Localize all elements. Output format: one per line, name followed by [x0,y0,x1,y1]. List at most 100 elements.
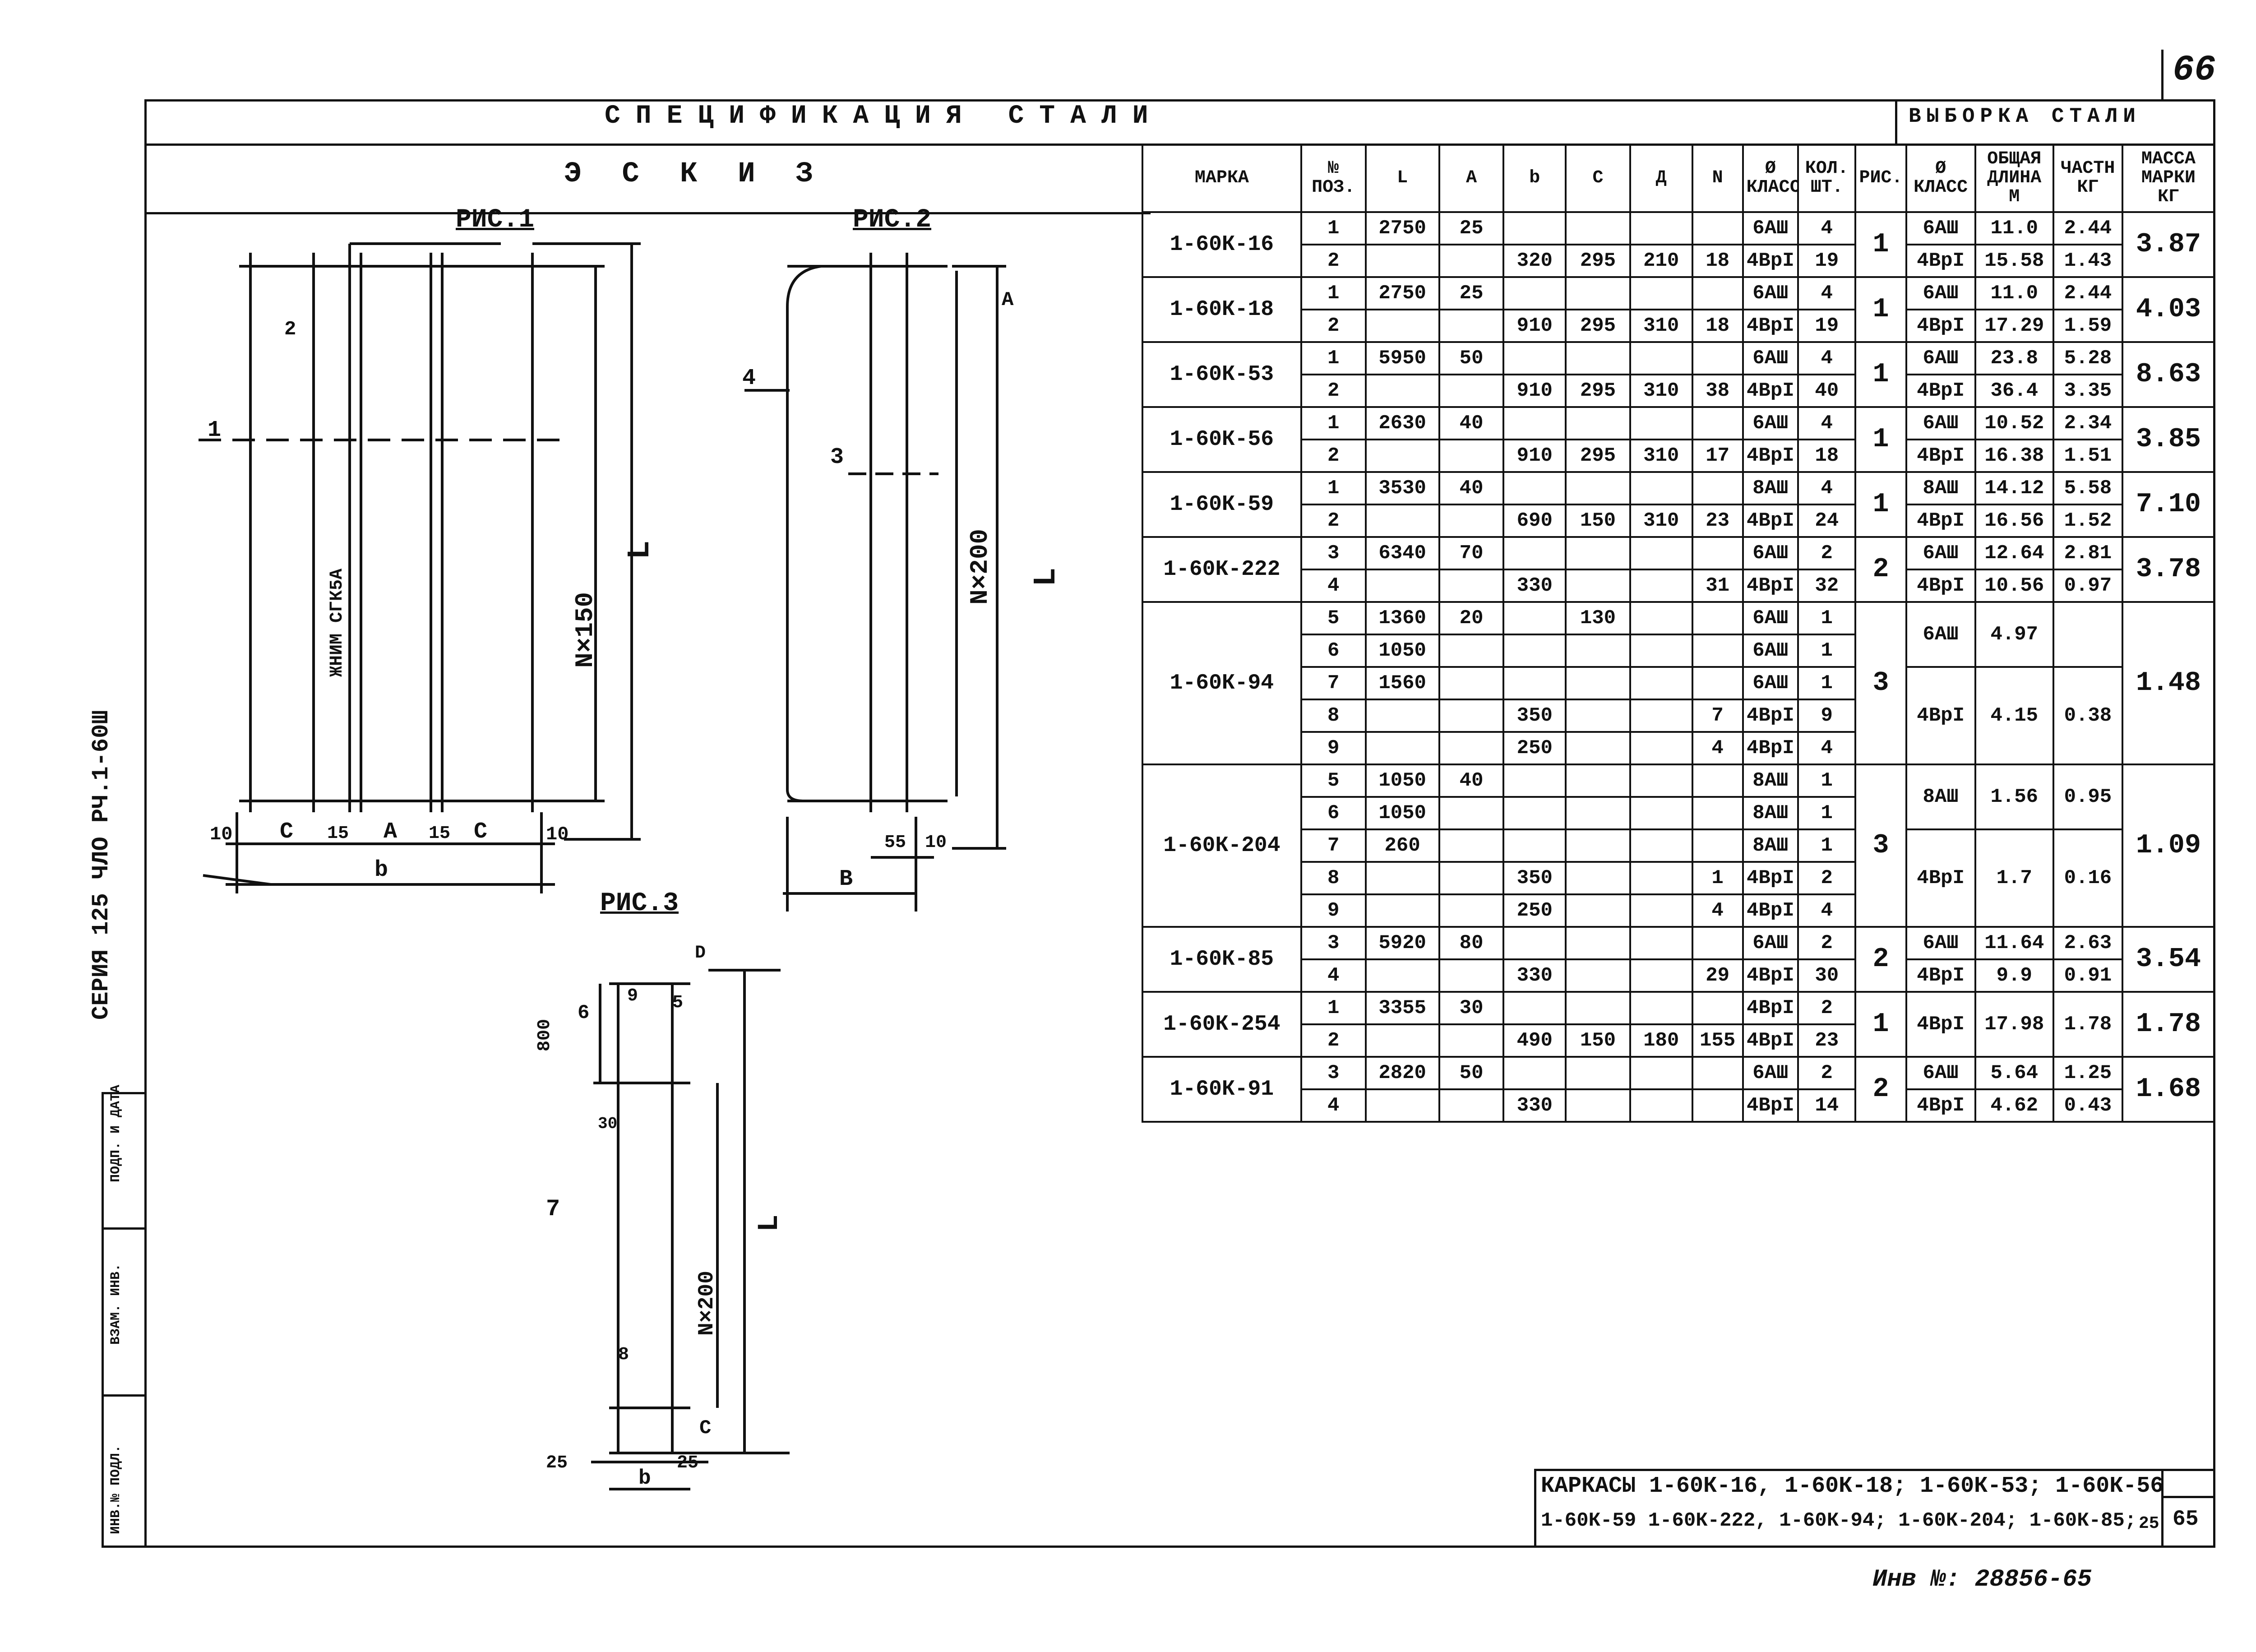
spec-cell [1629,601,1693,635]
spec-cell: 17 [1691,439,1744,473]
mark-cell: 1-60К-94 [1142,601,1302,765]
sample-cell: 1.7 [1974,828,2054,928]
spec-cell [1565,764,1631,798]
spec-cell: 9 [1300,893,1367,928]
spec-cell: 2 [1797,536,1857,570]
fig2-pos3: 3 [830,444,844,470]
spec-cell: 1 [1300,991,1367,1025]
spec-cell [1629,1056,1693,1090]
spec-cell [1364,309,1440,343]
sample-cell: 0.38 [2052,666,2123,765]
sample-cell: 12.64 [1974,536,2054,570]
spec-cell [1364,1088,1440,1123]
spec-cell [1438,861,1505,895]
fig3-dim-25b: 25 [677,1453,699,1473]
fig3-n-dim: N×200 [695,1270,719,1336]
sample-cell [2052,601,2123,668]
fig-cell: 2 [1854,1056,1907,1123]
fig2-dim-10: 10 [925,833,947,853]
sample-cell: 5.28 [2052,341,2123,375]
fig3-pos6: 6 [578,1002,590,1024]
sheet-number: 25 [2139,1514,2159,1533]
stamp-inv-original: ИНВ.№ ПОДЛ. [108,1444,124,1534]
spec-cell: 7 [1691,699,1744,733]
mark-cell: 1-60К-222 [1142,536,1302,603]
spec-cell: 2750 [1364,211,1440,245]
spec-cell: 32 [1797,569,1857,603]
sample-cell: 1.43 [2052,244,2123,278]
spec-cell [1364,1023,1440,1058]
sample-cell: 6АШ [1905,406,1976,440]
sample-cell: 4ВрI [1905,991,1976,1058]
sample-divider [1895,99,1897,143]
col-mark: МАРКА [1142,143,1302,213]
fig1-dim-15b: 15 [429,824,451,844]
fig3-dim-25a: 25 [546,1453,568,1473]
mark-cell: 1-60К-16 [1142,211,1302,278]
spec-cell [1565,1056,1631,1090]
fig2-pos4: 4 [742,366,756,391]
title-line-2: 1-60К-59 1-60К-222, 1-60К-94; 1-60К-204;… [1541,1509,2137,1532]
fig3-pos7: 7 [546,1196,560,1222]
fig1-L-dim: L [623,540,658,560]
col-class: Ø КЛАСС [1742,143,1799,213]
spec-cell: 6АШ [1742,1056,1799,1090]
spec-cell: 6340 [1364,536,1440,570]
spec-cell: 4 [1300,1088,1367,1123]
inventory-number: Инв №: 28856-65 [1872,1566,2092,1593]
spec-cell [1565,991,1631,1025]
sample-cell: 4ВрI [1905,958,1976,993]
spec-cell [1629,341,1693,375]
spec-cell: 4ВрI [1742,958,1799,993]
spec-cell: 30 [1797,958,1857,993]
mass-cell: 3.78 [2121,536,2216,603]
sample-cell: 2.44 [2052,211,2123,245]
spec-cell [1364,731,1440,765]
spec-cell: 9 [1300,731,1367,765]
spec-cell: 6АШ [1742,276,1799,310]
spec-cell: 1 [1797,796,1857,830]
spec-cell [1364,244,1440,278]
fig2-a-dim: А [1002,289,1014,311]
fig1-dim-10a: 10 [210,824,233,845]
fig-cell: 1 [1854,211,1907,278]
spec-cell [1565,471,1631,505]
spec-cell [1629,211,1693,245]
fig-cell: 3 [1854,601,1907,765]
spec-cell: 18 [1691,244,1744,278]
spec-cell [1364,699,1440,733]
spec-cell: 2 [1797,861,1857,895]
spec-cell: 4ВрI [1742,893,1799,928]
fig3-dim-800: 800 [535,1018,555,1051]
sample-cell: 6АШ [1905,211,1976,245]
spec-cell: 350 [1502,861,1567,895]
spec-cell: 7 [1300,828,1367,863]
spec-cell: 1 [1300,276,1367,310]
spec-cell [1629,926,1693,960]
spec-cell: 20 [1438,601,1505,635]
spec-cell: 8 [1300,699,1367,733]
sample-cell: 4ВрI [1905,666,1976,765]
spec-cell: 2630 [1364,406,1440,440]
spec-cell: 210 [1629,244,1693,278]
spec-cell [1502,1056,1567,1090]
fig1-dim-10b: 10 [546,824,569,845]
fig1-axis-label: ЖНИМ СГК5А [327,568,347,677]
mark-cell: 1-60К-91 [1142,1056,1302,1123]
spec-cell: 3530 [1364,471,1440,505]
spec-cell: 19 [1797,309,1857,343]
spec-cell: 4ВрI [1742,991,1799,1025]
spec-cell [1565,634,1631,668]
fig1-dim-c1: С [280,819,294,845]
spec-cell: 1050 [1364,764,1440,798]
spec-cell: 490 [1502,1023,1567,1058]
sample-cell: 6АШ [1905,276,1976,310]
spec-cell [1502,796,1567,830]
fig3-dim-c: С [699,1417,712,1439]
sketch-title: ЭСКИЗ [564,158,854,190]
spec-cell [1629,731,1693,765]
header-divider [144,212,1151,214]
